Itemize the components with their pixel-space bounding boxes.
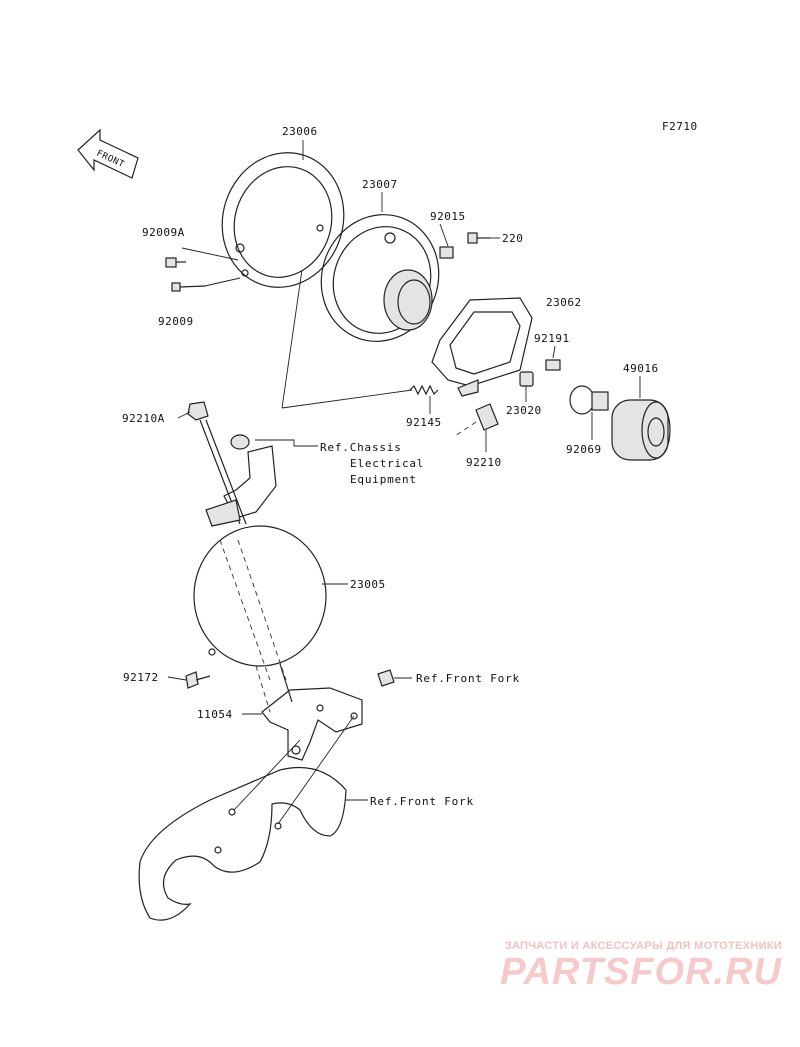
- label-92009: 92009: [158, 315, 194, 328]
- watermark: ЗАПЧАСТИ И АКСЕССУАРЫ ДЛЯ МОТОТЕХНИКИ PA…: [500, 940, 782, 992]
- headlight-bracket-23062: [431, 297, 533, 397]
- label-220: 220: [502, 232, 523, 245]
- fork-cover-lower: [138, 766, 347, 921]
- label-23020: 23020: [506, 404, 542, 417]
- label-92210: 92210: [466, 456, 502, 469]
- screw-92172: [185, 671, 211, 689]
- bulb-cover-49016: [611, 399, 671, 461]
- ref-chassis-line1: Ref.Chassis: [320, 441, 402, 454]
- ref-chassis-line3: Equipment: [350, 473, 417, 486]
- bolt-front-fork-upper: [377, 669, 395, 687]
- label-92191: 92191: [534, 332, 570, 345]
- chassis-bracket: [205, 434, 277, 527]
- headlight-cowl-23005: [193, 525, 327, 681]
- label-23006: 23006: [282, 125, 318, 138]
- label-11054: 11054: [197, 708, 233, 721]
- spring-92145: [409, 384, 439, 396]
- spacer-92191: [545, 359, 561, 371]
- watermark-logo: PARTSFOR.RU: [500, 951, 782, 993]
- label-23062: 23062: [546, 296, 582, 309]
- ref-front-fork-upper: Ref.Front Fork: [416, 672, 520, 685]
- label-23005: 23005: [350, 578, 386, 591]
- label-92172: 92172: [123, 671, 159, 684]
- headlight-rim-23006: [221, 152, 345, 288]
- screw-220: [467, 232, 500, 244]
- label-92009A: 92009A: [142, 226, 185, 239]
- front-arrow-icon: FRONT: [77, 128, 139, 179]
- ref-chassis-line2: Electrical: [350, 457, 424, 470]
- label-23007: 23007: [362, 178, 398, 191]
- grommet-23020: [519, 371, 534, 387]
- label-49016: 49016: [623, 362, 659, 375]
- headlight-housing-23007: [320, 214, 440, 342]
- plate-92210: [454, 403, 499, 452]
- ref-front-fork-lower: Ref.Front Fork: [370, 795, 474, 808]
- bracket-11054: [261, 687, 363, 761]
- label-92145: 92145: [406, 416, 442, 429]
- nut-92015: [439, 246, 454, 259]
- bolt-92009A: [165, 257, 186, 268]
- figure-code: F2710: [662, 120, 698, 133]
- front-arrow-label: FRONT: [95, 149, 126, 171]
- screw-92009: [171, 277, 241, 292]
- bulb-92069: [569, 385, 609, 415]
- nut-92210A: [187, 401, 209, 421]
- label-92069: 92069: [566, 443, 602, 456]
- label-92015: 92015: [430, 210, 466, 223]
- label-92210A: 92210A: [122, 412, 165, 425]
- watermark-caption: ЗАПЧАСТИ И АКСЕССУАРЫ ДЛЯ МОТОТЕХНИКИ: [504, 940, 782, 952]
